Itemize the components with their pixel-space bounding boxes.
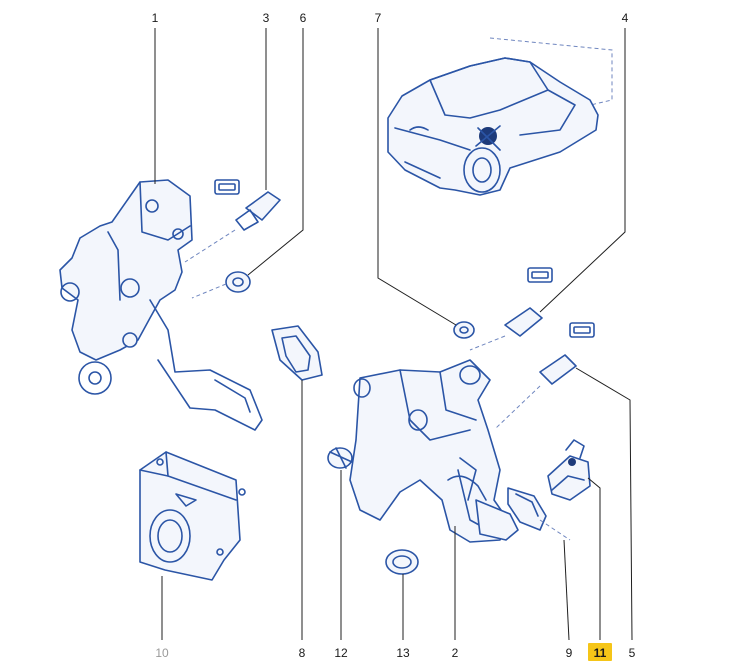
- callout-13[interactable]: 13: [396, 646, 410, 660]
- switch-4: [469, 267, 553, 351]
- callout-11[interactable]: 11: [594, 646, 607, 660]
- leader-lines: [154, 28, 633, 641]
- nut-6: [191, 271, 251, 299]
- clip-12: [327, 447, 353, 469]
- callout-8[interactable]: 8: [299, 646, 306, 660]
- sensor-11: [547, 439, 591, 501]
- callout-12[interactable]: 12: [334, 646, 348, 660]
- callout-11-highlight: [588, 643, 612, 661]
- callout-10[interactable]: 10: [155, 646, 169, 660]
- callout-3[interactable]: 3: [263, 11, 270, 25]
- seal-13: [385, 549, 419, 575]
- vehicle-locator-illustration: [387, 37, 613, 196]
- callout-7[interactable]: 7: [375, 11, 382, 25]
- cover-9: [507, 487, 571, 541]
- callout-4[interactable]: 4: [622, 11, 629, 25]
- bushing-8: [271, 325, 323, 381]
- switch-5: [495, 322, 595, 429]
- callouts: 1 3 6 7 4 10 8 12 13 2 9 11 5: [152, 11, 636, 660]
- callout-5[interactable]: 5: [629, 646, 636, 660]
- switch-3: [184, 179, 281, 263]
- pedal-assembly-center: [349, 359, 519, 543]
- callout-2[interactable]: 2: [452, 646, 459, 660]
- grommet-7: [453, 321, 475, 339]
- callout-6[interactable]: 6: [300, 11, 307, 25]
- callout-9[interactable]: 9: [566, 646, 573, 660]
- callout-1[interactable]: 1: [152, 11, 159, 25]
- housing-10: [139, 451, 246, 581]
- pedal-bracket-assembly: [59, 179, 263, 431]
